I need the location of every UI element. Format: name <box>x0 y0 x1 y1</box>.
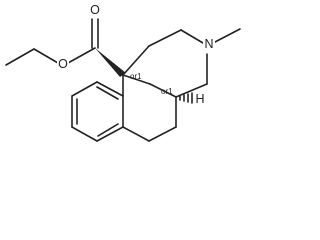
bond-ch2-d-to-ch2-e <box>148 126 177 142</box>
hashed-wedge-ring-fusion-hydrogen <box>179 92 193 104</box>
benzene-bond-4 <box>71 126 98 142</box>
stereo-label-ring-fusion: or1 <box>161 87 173 96</box>
benzene-inner-double-3 <box>97 123 119 137</box>
bond-ethyl-c1-c2 <box>5 48 35 66</box>
ester-oxygen-label: O <box>58 57 68 71</box>
bond-quaternary-stub <box>122 74 151 85</box>
stereo-label-quaternary: or1 <box>130 72 142 81</box>
bond-ch2-e-to-aromatic <box>122 126 150 142</box>
ring-fusion-hydrogen-label: H <box>195 92 204 106</box>
bond-ch2-c-to-ring-fusion <box>175 83 208 98</box>
bond-quaternary-to-ch2-a <box>122 45 150 76</box>
bond-ethyl-c2-ester-oxygen <box>33 48 59 64</box>
benzene-inner-double-1 <box>96 86 119 100</box>
bond-ch2-b-to-nitrogen <box>180 29 204 44</box>
ring-nitrogen-label: N <box>204 37 213 51</box>
bond-ch2-a-to-ch2-b <box>148 29 182 47</box>
bond-ring-fusion-to-quaternary <box>149 83 177 98</box>
molecule-structure-diagram: O O N H or1 or1 <box>5 3 241 142</box>
bond-ester-oxygen-carbonyl-carbon <box>67 47 96 64</box>
carbonyl-oxygen-label: O <box>90 3 100 17</box>
benzene-bond-5 <box>96 126 124 142</box>
benzene-bond-1 <box>96 81 124 97</box>
benzene-bond-2 <box>71 81 98 97</box>
wedge-bond-quaternary-to-carbonyl <box>95 48 126 77</box>
bond-nitrogen-to-methyl <box>214 28 241 43</box>
